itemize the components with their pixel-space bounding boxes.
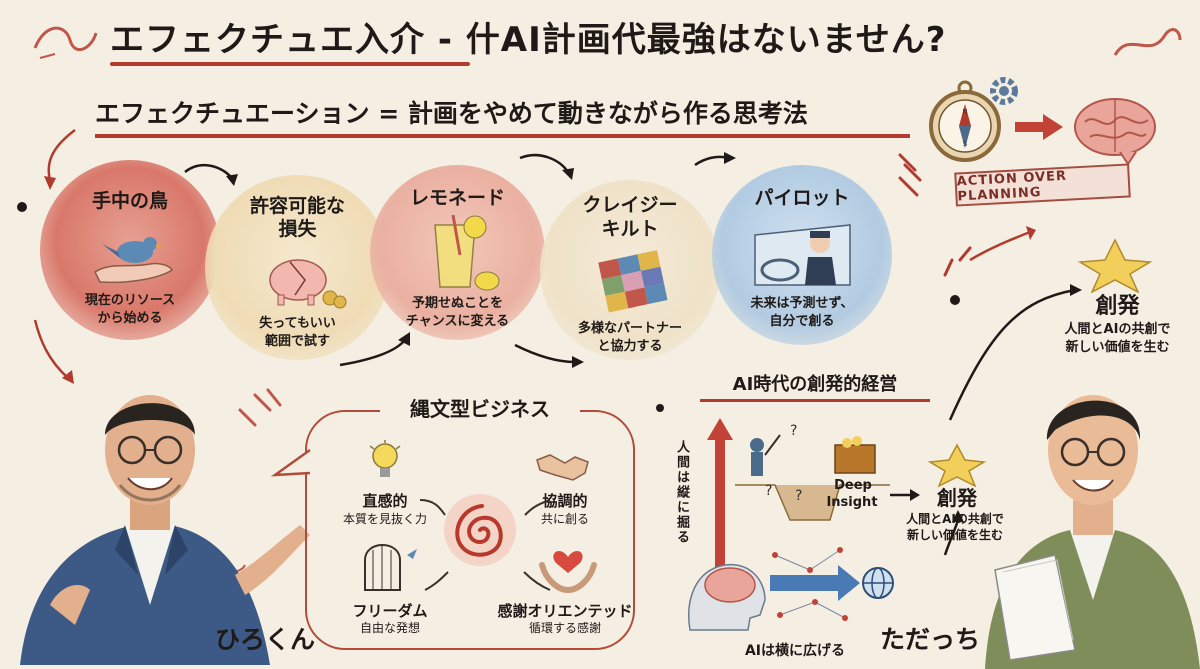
emergence-desc-top-1: 人間とAIの共創で xyxy=(1064,322,1171,337)
principle-desc-2: から始める xyxy=(97,311,163,326)
principle-title-line2: キルト xyxy=(601,218,659,240)
jomon-item-cooperative-desc: 共に創る xyxy=(540,512,589,526)
principle-affordable-loss: 許容可能な 損失 失ってもいい 範囲で試す xyxy=(205,175,390,360)
svg-text:S: S xyxy=(963,140,968,148)
principle-desc-1: 多様なパートナー xyxy=(577,321,682,336)
piggy-bank-icon xyxy=(260,250,350,310)
jomon-item-intuitive-desc: 本質を見抜く力 xyxy=(342,512,427,526)
emergence-desc-top-2: 新しい価値を生む xyxy=(1065,340,1170,355)
jomon-title: 縄文型ビジネス xyxy=(380,393,580,425)
jomon-item-gratitude-title: 感謝オリエンテッド xyxy=(497,602,633,620)
principle-title: 手中の鳥 xyxy=(91,190,168,212)
star-icon xyxy=(1070,238,1160,293)
spiral-icon xyxy=(440,490,520,570)
principle-title-line2: 損失 xyxy=(278,218,317,240)
principle-crazy-quilt: クレイジー キルト 多様なパートナー と協力する xyxy=(540,180,720,360)
svg-text:?: ? xyxy=(765,483,772,499)
svg-text:?: ? xyxy=(790,423,797,439)
arrow-right-icon xyxy=(1015,112,1065,142)
digging-scene-icon: ? ? ? xyxy=(735,415,890,525)
pilot-icon xyxy=(750,215,855,290)
quilt-icon xyxy=(595,248,670,316)
star-icon xyxy=(922,443,992,488)
ai-head-network-icon xyxy=(680,540,910,635)
title-underline xyxy=(110,62,470,66)
page-title: エフェクチュエ入介 - 什AI計画代最強はないません? xyxy=(110,12,1090,70)
jomon-item-freedom-title: フリーダム xyxy=(352,602,428,620)
principle-desc-2: 自分で創る xyxy=(769,314,835,329)
page-title-text: エフェクチュエ入介 - 什AI計画代最強はないません? xyxy=(110,20,947,60)
principle-title-line1: クレイジー xyxy=(582,194,678,216)
ai-era-title: AI時代の創発的経営 xyxy=(700,370,930,402)
vertical-arrow-icon xyxy=(705,418,735,568)
ai-era-vertical-label: 人間は縦に掘る xyxy=(674,440,689,545)
principle-desc-1: 未来は予測せず、 xyxy=(750,296,854,311)
person-tadacchi-illustration xyxy=(985,360,1200,669)
subtitle: エフェクチュエーション = 計画をやめて動きながら作る思考法 xyxy=(95,94,910,138)
gear-icon xyxy=(985,72,1023,110)
jomon-item-cooperative-title: 協調的 xyxy=(542,492,588,510)
title-decoration-right xyxy=(1110,20,1185,65)
emergence-title-top: 創発 xyxy=(1095,294,1140,319)
principle-title-line1: 許容可能な xyxy=(249,195,345,217)
heart-hands-icon xyxy=(538,535,598,595)
svg-text:N: N xyxy=(962,108,967,116)
principle-lemonade: レモネード 予期せぬことを チャンスに変える xyxy=(370,165,545,340)
person-hirokun-illustration xyxy=(20,375,320,665)
principle-pilot: パイロット 未来は予測せず、 自分で創る xyxy=(712,165,892,345)
ai-horizontal-label: AIは横に広げる xyxy=(744,643,846,659)
handshake-icon xyxy=(535,445,590,485)
principle-desc-2: チャンスに変える xyxy=(405,314,510,329)
principle-title: レモネード xyxy=(409,187,505,209)
jomon-item-intuitive-title: 直感的 xyxy=(362,492,408,510)
jomon-arrows xyxy=(419,499,551,591)
jomon-item-freedom-desc: 自由な発想 xyxy=(359,621,420,635)
principle-desc-1: 失ってもいい xyxy=(259,316,336,331)
compass-icon: N S xyxy=(925,78,1005,163)
principle-desc-2: と協力する xyxy=(597,339,663,354)
lightbulb-icon xyxy=(368,440,402,484)
person-name-left: ひろくん xyxy=(215,625,316,654)
bird-in-hand-icon xyxy=(90,222,175,287)
title-decoration-left xyxy=(30,18,100,63)
arrow-right-icon xyxy=(890,487,920,503)
bubble-tail xyxy=(270,448,311,477)
principle-bird-in-hand: 手中の鳥 現在のリソース から始める xyxy=(40,160,220,340)
principle-title: パイロット xyxy=(754,187,850,209)
principle-desc-1: 予期せぬことを xyxy=(411,296,503,311)
jomon-item-gratitude-desc: 循環する感謝 xyxy=(528,621,601,635)
svg-text:?: ? xyxy=(795,488,802,504)
principle-desc-1: 現在のリソース xyxy=(84,293,176,308)
principle-desc-2: 範囲で試す xyxy=(264,334,330,349)
brain-icon xyxy=(1070,92,1160,167)
deep-insight-line1: Deep xyxy=(834,478,872,493)
emergence-desc-bottom-1: 人間とAIの共創で xyxy=(906,512,1004,526)
person-name-right: ただっち xyxy=(880,625,981,654)
birdcage-icon xyxy=(355,535,425,595)
decorative-marks xyxy=(895,150,925,205)
lemonade-icon xyxy=(425,215,500,293)
emergence-desc-bottom-2: 新しい価値を生む xyxy=(906,528,1003,542)
deep-insight-line2: Insight xyxy=(826,495,878,510)
emergence-title-bottom: 創発 xyxy=(937,486,977,510)
